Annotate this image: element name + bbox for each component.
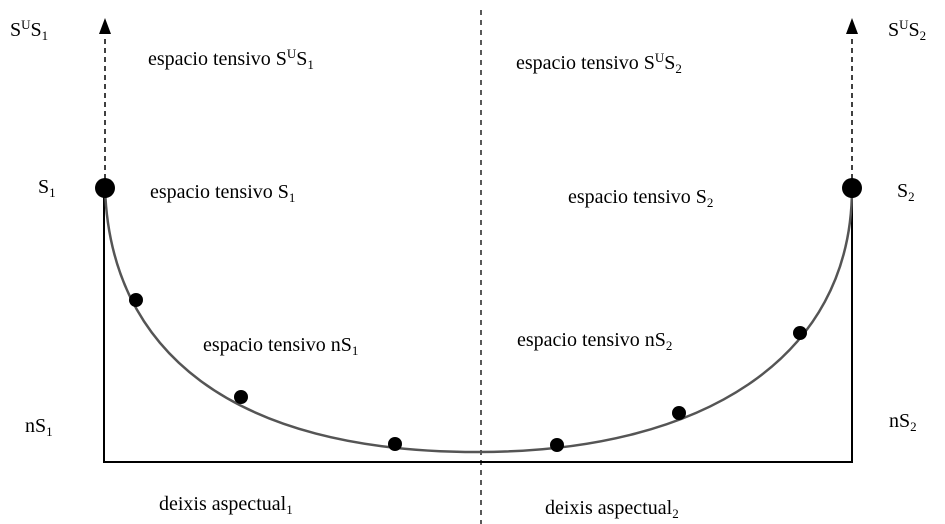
space-top-right-label: espacio tensivo SUS2 — [516, 50, 682, 76]
space-mid-right-label: espacio tensivo S2 — [568, 186, 714, 210]
deixis-left-label: deixis aspectual1 — [159, 493, 293, 517]
curve-dot-right-1 — [550, 438, 564, 452]
right-top-axis-label: SUS2 — [888, 17, 927, 43]
curve-dot-right-2 — [672, 406, 686, 420]
left-endpoint-dot — [95, 178, 115, 198]
right-axis-arrowhead — [846, 18, 858, 34]
right-s-label: S2 — [897, 180, 915, 204]
space-top-left-label: espacio tensivo SUS1 — [148, 46, 314, 72]
left-ns-label: nS1 — [25, 415, 53, 439]
space-mid-left-label: espacio tensivo S1 — [150, 181, 296, 205]
curve-dot-left-2 — [234, 390, 248, 404]
curve-dot-right-3 — [793, 326, 807, 340]
left-s-label: S1 — [38, 176, 56, 200]
left-top-axis-label: SUS1 — [10, 17, 49, 43]
right-ns-label: nS2 — [889, 410, 917, 434]
left-axis-arrowhead — [99, 18, 111, 34]
space-low-left-label: espacio tensivo nS1 — [203, 334, 359, 358]
right-endpoint-dot — [842, 178, 862, 198]
curve-dot-left-1 — [129, 293, 143, 307]
space-low-right-label: espacio tensivo nS2 — [517, 329, 673, 353]
tensive-curve — [103, 187, 854, 454]
deixis-right-label: deixis aspectual2 — [545, 497, 679, 521]
curve-dot-left-3 — [388, 437, 402, 451]
